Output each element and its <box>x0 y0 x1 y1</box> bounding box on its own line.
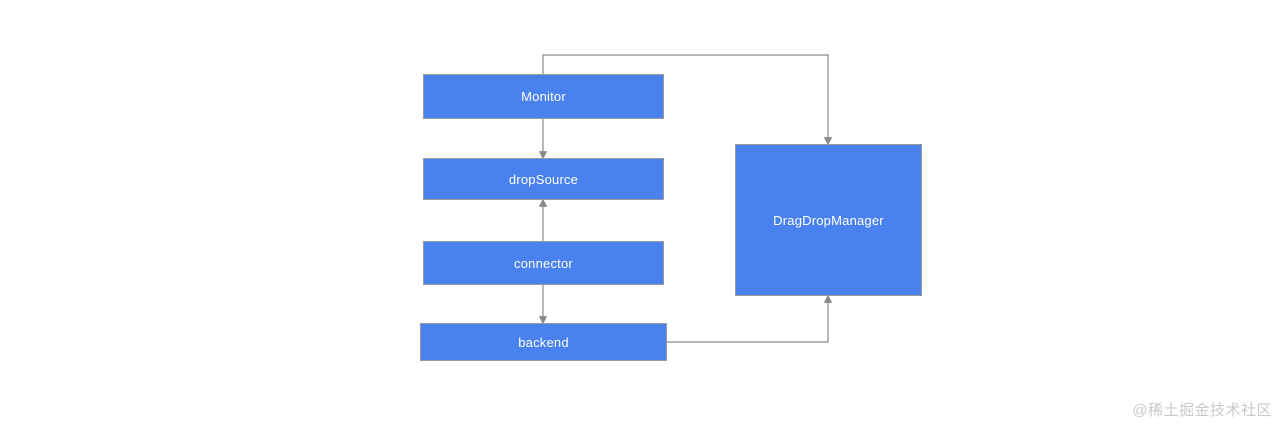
node-dropsource: dropSource <box>423 158 664 200</box>
node-dragdropmanager: DragDropManager <box>735 144 922 296</box>
watermark-text: @稀土掘金技术社区 <box>1132 402 1272 419</box>
node-backend: backend <box>420 323 667 361</box>
node-connector: connector <box>423 241 664 285</box>
node-monitor: Monitor <box>423 74 664 119</box>
edge-backend-to-dragdropmanager <box>667 294 833 343</box>
